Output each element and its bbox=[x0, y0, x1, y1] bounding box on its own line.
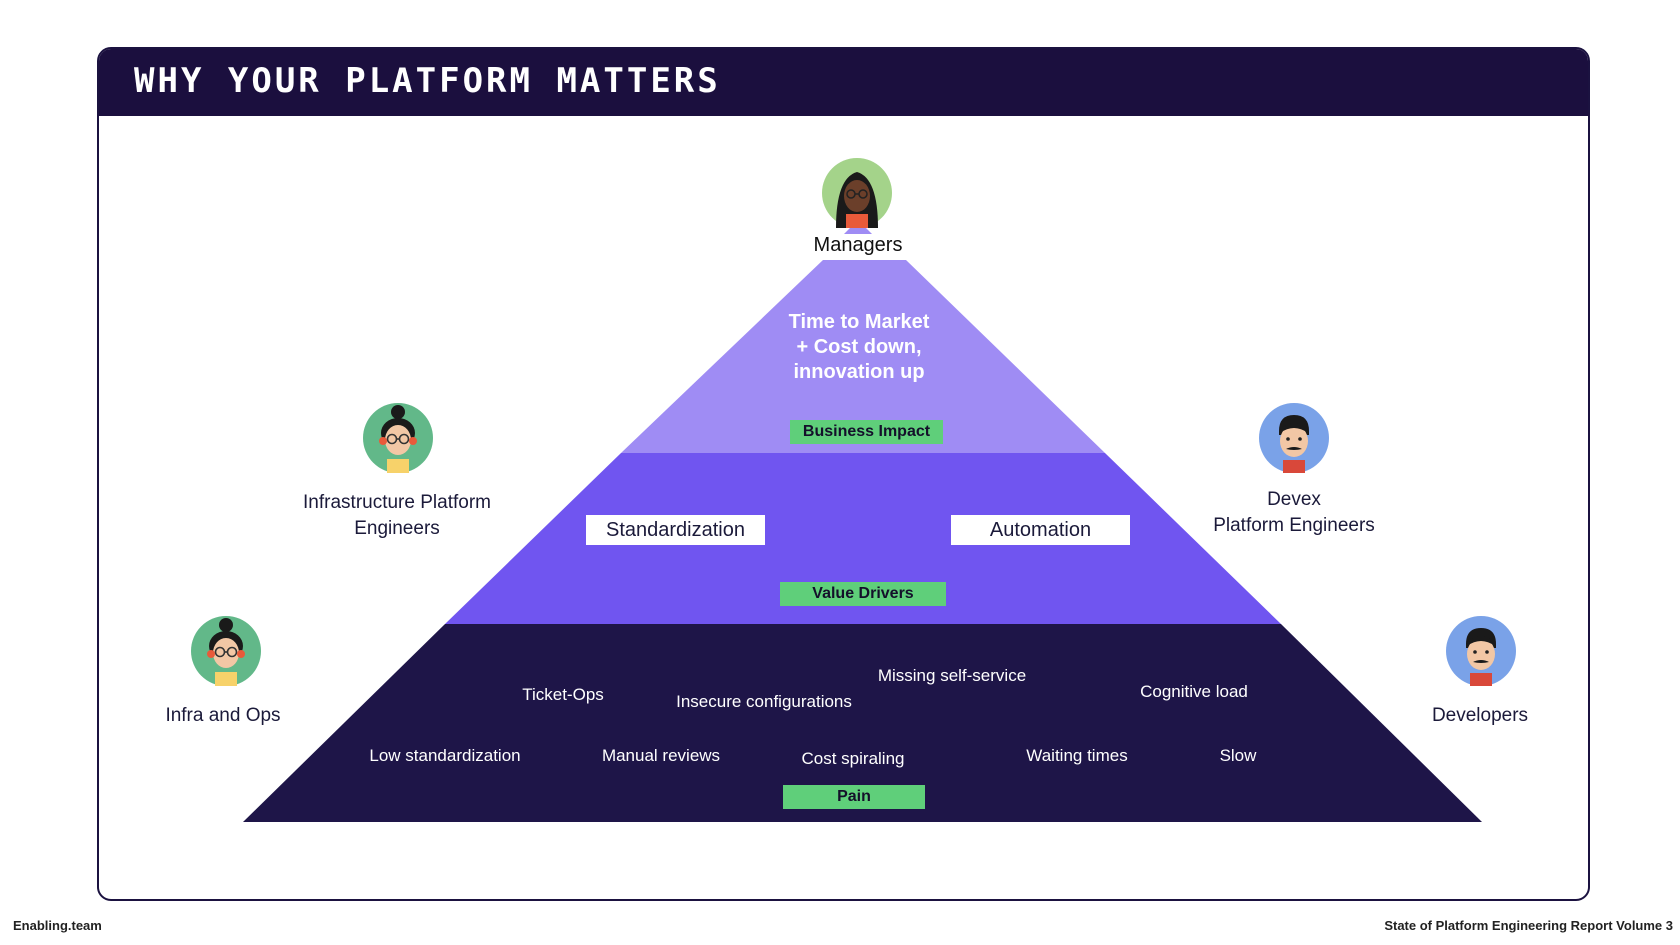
woman-glasses-bun-avatar-icon bbox=[191, 616, 261, 686]
role-label-line: Devex bbox=[1213, 487, 1375, 513]
role-label-infrastructure-platform-engineers: Infrastructure Platform Engineers bbox=[303, 490, 491, 542]
role-label-line: Infrastructure Platform bbox=[303, 490, 491, 516]
role-label-managers: Managers bbox=[814, 234, 903, 257]
woman-glasses-bun-avatar-icon bbox=[363, 403, 433, 473]
footer-report-title: State of Platform Engineering Report Vol… bbox=[1384, 918, 1673, 933]
role-label-line: Platform Engineers bbox=[1213, 513, 1375, 539]
role-label-devex-platform-engineers: Devex Platform Engineers bbox=[1213, 487, 1375, 539]
role-label-developers: Developers bbox=[1432, 703, 1528, 729]
role-label-line: Engineers bbox=[303, 516, 491, 542]
footer-brand: Enabling.team bbox=[13, 918, 102, 933]
man-mustache-avatar-icon bbox=[1259, 403, 1329, 473]
role-label-infra-and-ops: Infra and Ops bbox=[165, 703, 280, 729]
man-mustache-avatar-icon bbox=[1446, 616, 1516, 686]
